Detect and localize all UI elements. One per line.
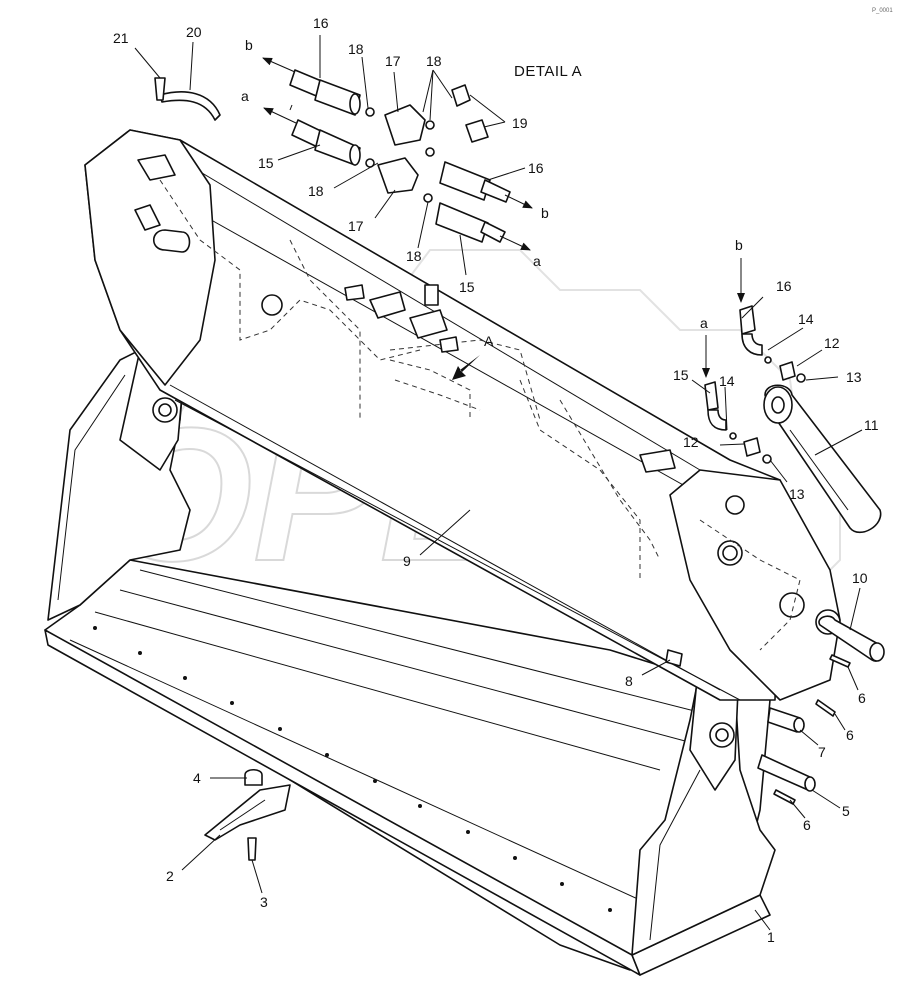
- callout-21: 21: [113, 30, 129, 46]
- callout-15-left: 15: [258, 155, 274, 171]
- flow-label-a-middle: a: [533, 253, 541, 269]
- flow-arrows: [262, 57, 745, 378]
- callout-13-upper: 13: [846, 369, 862, 385]
- pin-5: [757, 754, 813, 791]
- view-marker-a: A: [452, 333, 494, 380]
- detail-a-couplings: [289, 69, 511, 243]
- coupling-15-lower: [435, 202, 489, 243]
- left-end-plate: [84, 129, 216, 386]
- callout-9: 9: [403, 553, 411, 569]
- pins: [665, 615, 885, 805]
- callout-20: 20: [186, 24, 202, 40]
- tee-fitting-17-lower: [377, 157, 419, 194]
- flow-label-a-top: a: [241, 88, 249, 104]
- callout-16-top: 16: [313, 15, 329, 31]
- callout-12-lower: 12: [683, 434, 699, 450]
- leader-lines: [134, 35, 863, 931]
- grease-fitting-8: [665, 649, 683, 667]
- tee-fitting-17-upper: [384, 104, 426, 146]
- elbow-16: [739, 305, 756, 335]
- cap-19-upper: [451, 84, 471, 107]
- flow-label-b-right: b: [735, 237, 743, 253]
- callout-1: 1: [767, 929, 775, 945]
- callout-17-upper: 17: [385, 53, 401, 69]
- callout-15-lower: 15: [459, 279, 475, 295]
- callout-3: 3: [260, 894, 268, 910]
- callout-6-lower: 6: [803, 817, 811, 833]
- roll-pin-6a: [815, 699, 836, 717]
- cap-19-lower: [465, 119, 489, 143]
- callout-7: 7: [818, 744, 826, 760]
- cylinder-assembly: [704, 305, 882, 534]
- corner-mark: P_0001: [872, 8, 893, 14]
- callout-16-right: 16: [776, 278, 792, 294]
- elbow-15: [704, 381, 719, 411]
- callout-10: 10: [852, 570, 868, 586]
- hose-20: [159, 91, 221, 121]
- bolt-3: [247, 837, 257, 861]
- callout-18-middle: 18: [308, 183, 324, 199]
- adapter-12-upper: [779, 361, 796, 381]
- callout-6-upper: 6: [858, 690, 866, 706]
- callout-17-lower: 17: [348, 218, 364, 234]
- callout-13-lower: 13: [789, 486, 805, 502]
- callout-14-upper: 14: [798, 311, 814, 327]
- callout-18-top-right: 18: [426, 53, 442, 69]
- right-end-plate: [669, 469, 841, 701]
- callout-16-middle: 16: [528, 160, 544, 176]
- callout-18-lower: 18: [406, 248, 422, 264]
- coupling-16-lower: [439, 161, 491, 201]
- tooth-assembly: [204, 768, 291, 861]
- tooth-2: [204, 784, 291, 841]
- cutting-edge-holes: [93, 626, 612, 912]
- view-marker-label: A: [484, 333, 494, 349]
- hose-clamp-assembly: [154, 77, 221, 121]
- callout-5: 5: [842, 803, 850, 819]
- callout-8: 8: [625, 673, 633, 689]
- detail-title: DETAIL A: [514, 63, 582, 80]
- callout-6-middle: 6: [846, 727, 854, 743]
- callout-2: 2: [166, 868, 174, 884]
- bucket-body: [44, 337, 776, 976]
- callout-12-upper: 12: [824, 335, 840, 351]
- flow-labels: b a b a b a: [241, 37, 743, 331]
- screw-21: [154, 77, 166, 101]
- callout-15-right: 15: [673, 367, 689, 383]
- cylinder-11: [764, 384, 882, 534]
- adapter-12-lower: [743, 437, 761, 457]
- callout-14-lower: 14: [719, 373, 735, 389]
- callout-4: 4: [193, 770, 201, 786]
- attachment-frame: [84, 129, 841, 701]
- callout-18-top-left: 18: [348, 41, 364, 57]
- flow-label-a-right: a: [700, 315, 708, 331]
- callout-11: 11: [864, 417, 879, 433]
- flow-label-b-top: b: [245, 37, 253, 53]
- callout-labels: 1 2 3 4 5 6 6 6 7 8 9 10 11 12 12 13 13 …: [113, 15, 879, 945]
- callout-19: 19: [512, 115, 528, 131]
- flow-label-b-middle: b: [541, 205, 549, 221]
- nut-4: [244, 768, 263, 786]
